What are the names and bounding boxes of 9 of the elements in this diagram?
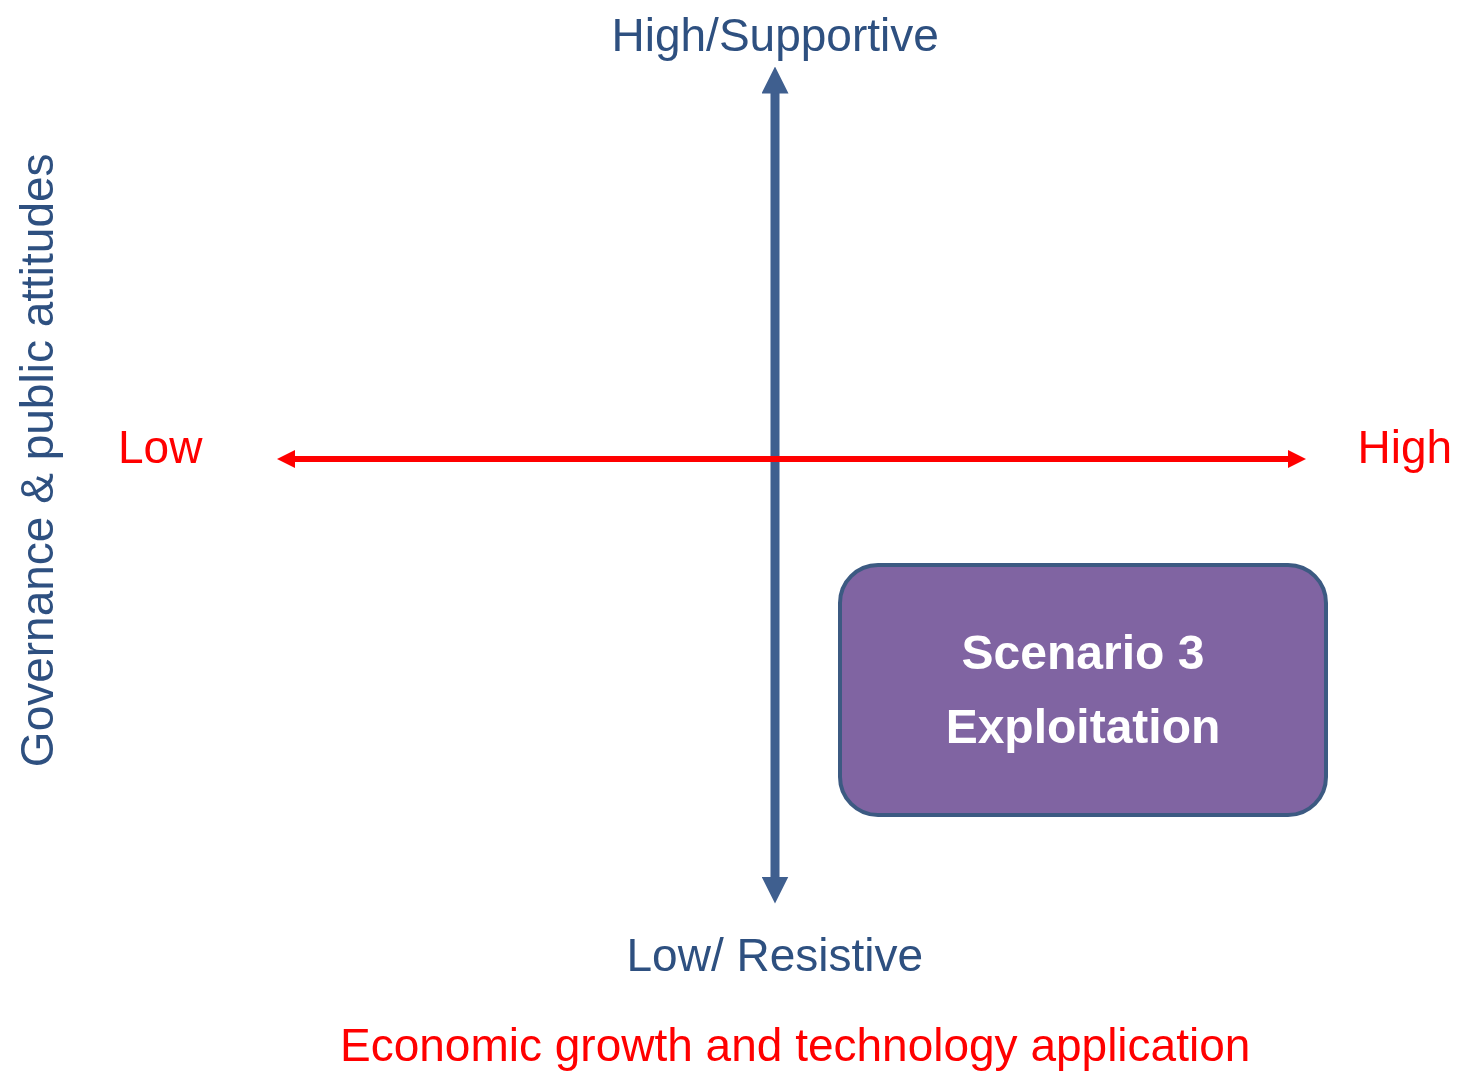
scenario-name: Exploitation	[945, 699, 1221, 755]
axis-end-label: Low/ Resistive	[626, 930, 924, 981]
axis-end-label: High	[1357, 421, 1453, 473]
axis-end-label: High/Supportive	[611, 10, 939, 61]
axis-title: Economic growth and technology application	[340, 1020, 1251, 1071]
axis-title: Governance & public attitudes	[11, 152, 63, 767]
scenario-box	[838, 563, 1328, 817]
scenario-title: Scenario 3	[961, 624, 1205, 681]
axis-end-label: Low	[118, 421, 203, 473]
